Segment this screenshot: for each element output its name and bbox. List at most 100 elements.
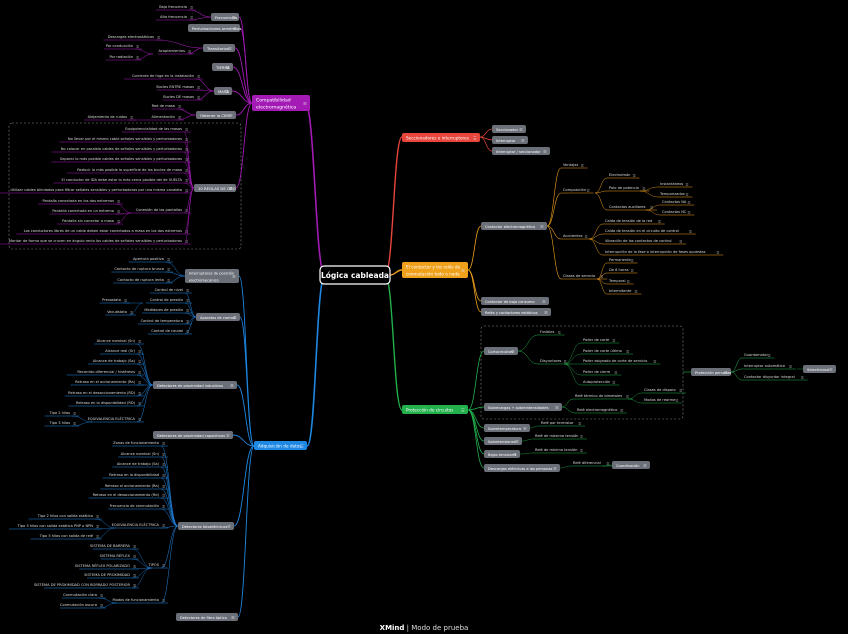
leaf-topic[interactable]: Contactor disyuntor integral☰: [742, 375, 808, 381]
topic-adq-1[interactable]: Aparatos de control☰: [196, 313, 240, 321]
leaf-topic[interactable]: Contactos NA☰: [660, 200, 695, 206]
leaf-topic[interactable]: Corriente de fuga en la instalación☰: [123, 74, 203, 80]
topic-proteccion-personas[interactable]: Protección personas☰: [691, 368, 731, 376]
leaf-topic[interactable]: Relé electromagnético☰: [575, 408, 627, 414]
leaf-topic[interactable]: Tipo 2 hilos con salida estática☰: [28, 514, 102, 520]
rule-1[interactable]: No llevar por el mismo cable señales sen…: [59, 137, 191, 143]
topic-adquisicion-datos[interactable]: Adquisición de datos☰: [254, 441, 307, 450]
leaf-topic[interactable]: Modos de funcionamiento☰: [112, 598, 168, 604]
leaf-topic[interactable]: Composición☰: [561, 188, 594, 194]
topic-1[interactable]: Perturbaciones armónicas☰: [188, 24, 241, 32]
topic-4[interactable]: MASA☰: [214, 87, 232, 95]
topic-adq-2[interactable]: Detectores de proximidad inductivos☰: [153, 381, 237, 389]
leaf-topic[interactable]: Fusibles☰: [538, 330, 565, 336]
rule-6[interactable]: Utilizar cables blindados para filtrar s…: [0, 188, 191, 194]
leaf-topic[interactable]: Alejamiento de ruidos☰: [84, 115, 136, 121]
leaf-topic[interactable]: Disyuntores☰: [538, 359, 571, 365]
leaf-topic[interactable]: Apertura positiva☰: [128, 257, 173, 263]
leaf-topic[interactable]: Control de caudal☰: [147, 329, 192, 335]
leaf-topic[interactable]: Frecuencia de conmutación☰: [108, 504, 168, 510]
leaf-topic[interactable]: Temporizados☰: [658, 192, 693, 198]
topic-cont-0[interactable]: Contactor electromagnético☰: [481, 222, 547, 230]
leaf-topic[interactable]: Medidores de presión☰: [142, 308, 192, 314]
topic-5[interactable]: Obtener la CEM☰: [196, 111, 236, 119]
leaf-topic[interactable]: Alcance real (Sr)☰: [99, 349, 144, 355]
leaf-topic[interactable]: Relé de máxima tensión☰: [533, 434, 587, 440]
leaf-topic[interactable]: Guardamotor☰: [742, 353, 775, 359]
leaf-topic[interactable]: Relé por termistor☰: [539, 421, 586, 427]
topic-0[interactable]: Frecuencias☰: [211, 13, 239, 21]
leaf-topic[interactable]: Conmutación clara☰: [61, 593, 106, 599]
topic-cont-2[interactable]: Relés y contactores estáticos☰: [481, 308, 551, 316]
leaf-topic[interactable]: SISTEMA RÉFLEX POLARIZADO☰: [75, 563, 139, 570]
rule-8[interactable]: Los conductores libres de un cable deben…: [16, 229, 191, 235]
leaf-topic[interactable]: De 8 horas☰: [607, 268, 638, 274]
leaf-topic[interactable]: Poder de corte☰: [581, 338, 620, 344]
topic-prot-4[interactable]: Bajas tensiones☰: [484, 450, 520, 458]
leaf-topic[interactable]: Tipo 5 hilos con salida de relé☰: [30, 534, 102, 540]
leaf-topic[interactable]: Baja frecuencia☰: [155, 5, 196, 11]
leaf-topic[interactable]: Permanente☰: [607, 258, 638, 264]
leaf-topic[interactable]: Clases de servicio☰: [561, 274, 608, 280]
leaf-topic[interactable]: Presostato☰: [99, 298, 131, 304]
topic-cont-1[interactable]: Contactor de bajo consumo☰: [481, 297, 549, 305]
shield-2[interactable]: Pantalla sin conectar a masa☰: [57, 219, 123, 225]
topic-adq-0[interactable]: Interruptores de posiciónelectromecánico…: [185, 269, 239, 283]
topic-secc-0[interactable]: Seccionador☰: [492, 125, 526, 133]
shield-0[interactable]: Pantalla conectada en los dos extremos☰: [37, 199, 123, 205]
leaf-topic[interactable]: Control de nivel☰: [149, 288, 192, 294]
leaf-topic[interactable]: Caída de tensión en el circuito de contr…: [603, 229, 696, 235]
leaf-topic[interactable]: Retraso en la disponibilidad (RD)☰: [68, 401, 144, 407]
leaf-topic[interactable]: Control de temperatura☰: [138, 319, 192, 325]
topic-coordinacion[interactable]: Coordinación☰: [612, 461, 650, 469]
topic-prot-5[interactable]: Descargas eléctricas a las personas☰: [484, 464, 560, 472]
leaf-topic[interactable]: Recorrido diferencial / histéresis☰: [66, 370, 144, 376]
leaf-topic[interactable]: Poder de corte último☰: [581, 349, 633, 355]
leaf-topic[interactable]: Acoplamientos☰: [157, 49, 194, 55]
leaf-topic[interactable]: Polo de potencia☰: [607, 186, 650, 192]
leaf-topic[interactable]: SISTEMA DE PROXIMIDAD CON BORRADO POSTER…: [34, 583, 139, 589]
leaf-topic[interactable]: Retraso en el accionamiento (Ra)☰: [70, 380, 144, 386]
topic-prot-2[interactable]: Sobretemperatura☰: [484, 424, 530, 432]
leaf-topic[interactable]: Control de presión☰: [145, 298, 192, 304]
leaf-topic[interactable]: Alcance de trabajo (Sa)☰: [88, 359, 144, 365]
leaf-topic[interactable]: Contactos auxiliares☰: [607, 205, 657, 211]
topic-adq-5[interactable]: Detectores de fibra óptica☰: [176, 613, 238, 621]
leaf-topic[interactable]: Conmutación oscura☰: [59, 603, 106, 609]
leaf-topic[interactable]: Tipo 3 hilos☰: [44, 421, 79, 427]
leaf-topic[interactable]: Autoprotección☰: [581, 380, 620, 386]
topic-proteccion-circuitos[interactable]: Protección de circuitos☰: [402, 405, 468, 414]
leaf-topic[interactable]: Bucles DE masas☰: [162, 95, 203, 101]
leaf-topic[interactable]: Intermitente☰: [607, 289, 642, 295]
leaf-topic[interactable]: Alta frecuencia☰: [155, 15, 196, 21]
topic-selectividad[interactable]: Selectividad☰: [803, 365, 836, 373]
leaf-topic[interactable]: Temporal☰: [607, 279, 634, 285]
leaf-topic[interactable]: Bucles ENTRE masas☰: [156, 85, 203, 91]
leaf-topic[interactable]: Instantáneos☰: [658, 182, 693, 188]
root-topic[interactable]: Lógica cableada: [319, 265, 391, 285]
topic-prot-1[interactable]: Sobrecargas + sobreintensidades☰: [484, 403, 562, 411]
rule-9[interactable]: Montar de forma que se crucen en ángulo …: [0, 239, 191, 245]
leaf-topic[interactable]: Modos de rearme☰: [642, 398, 683, 404]
topic-prot-3[interactable]: Sobretensiones☰: [484, 437, 522, 445]
leaf-topic[interactable]: Alcance nominal (Sn)☰: [94, 339, 144, 345]
leaf-topic[interactable]: Electroimán☰: [607, 173, 640, 179]
topic-prot-0[interactable]: Cortocircuitos☰: [484, 347, 518, 355]
leaf-topic[interactable]: Alcance de trabajo (Sa)☰: [112, 462, 168, 468]
leaf-topic[interactable]: SISTEMA RÉFLEX☰: [100, 553, 139, 560]
leaf-topic[interactable]: SISTEMA DE BARRERA☰: [90, 544, 139, 550]
leaf-topic[interactable]: Tipo 3 hilos con salida estática PNP o N…: [9, 524, 102, 530]
leaf-topic[interactable]: Accidentes☰: [561, 234, 592, 240]
topic-seccionadores-interruptores[interactable]: Seccionadores e interruptores☰: [402, 133, 480, 142]
rule-7[interactable]: Conexión de las pantallas☰: [131, 208, 191, 214]
leaf-topic[interactable]: EQUIVALENCIA ELÉCTRICA☰: [112, 522, 168, 529]
leaf-topic[interactable]: Relé térmico de bimetales☰: [573, 394, 633, 400]
rule-5[interactable]: El conductor de IDA debe estar lo más ce…: [53, 178, 191, 184]
topic-adq-4[interactable]: Detectores fotoeléctricos☰: [178, 522, 234, 530]
leaf-topic[interactable]: Interruptor automático☰: [742, 364, 796, 370]
leaf-topic[interactable]: Poder de cierre☰: [581, 370, 622, 376]
leaf-topic[interactable]: Ventajas☰: [561, 163, 588, 169]
leaf-topic[interactable]: Retraso en el desaccionamiento (Rd)☰: [88, 493, 168, 499]
